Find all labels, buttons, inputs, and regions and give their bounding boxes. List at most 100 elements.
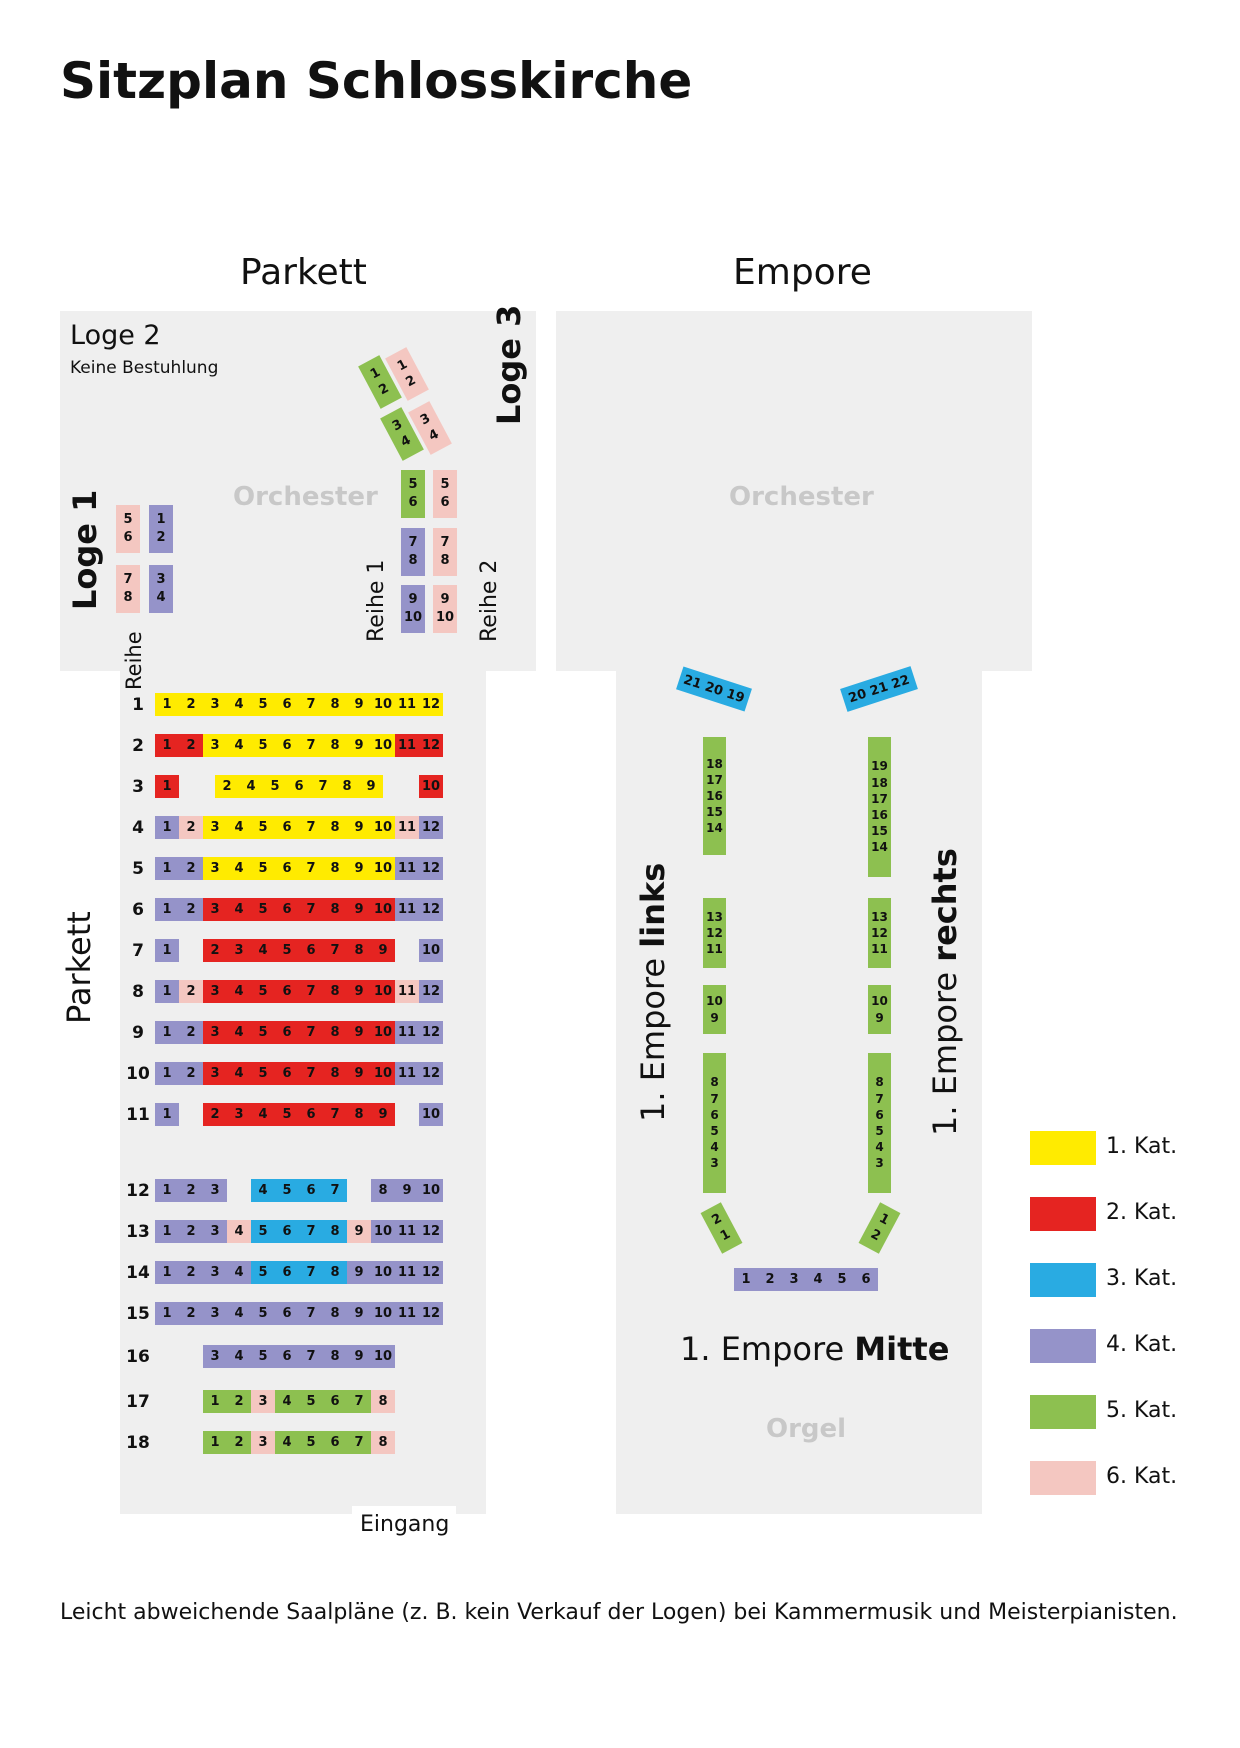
empore-mitte-seat[interactable]: 2 [758, 1268, 782, 1291]
seat[interactable]: 3 [203, 1021, 227, 1044]
seat[interactable]: 7 [299, 1261, 323, 1284]
seat[interactable]: 5 [251, 1021, 275, 1044]
seat[interactable]: 10 [419, 1103, 443, 1126]
seat[interactable]: 7 [323, 1179, 347, 1202]
seat[interactable]: 6 [287, 775, 311, 798]
seat[interactable]: 3 [251, 1390, 275, 1413]
seat[interactable]: 2 [179, 857, 203, 880]
empore-mitte-seat[interactable]: 3 [782, 1268, 806, 1291]
seat[interactable]: 4 [251, 1179, 275, 1202]
seat[interactable]: 3 [251, 1431, 275, 1454]
seat[interactable]: 6 [275, 1302, 299, 1325]
seat[interactable]: 3 [203, 734, 227, 757]
empore-mitte-seat[interactable]: 1 [734, 1268, 758, 1291]
seat[interactable]: 6 [275, 857, 299, 880]
seat[interactable]: 2 [179, 693, 203, 716]
seat[interactable]: 8 [371, 1390, 395, 1413]
seat[interactable]: 6 [275, 1021, 299, 1044]
seat[interactable]: 3 [203, 980, 227, 1003]
seat[interactable]: 6 [275, 693, 299, 716]
seat[interactable]: 7 [299, 980, 323, 1003]
seat[interactable]: 10 [371, 693, 395, 716]
seat[interactable]: 6 [275, 898, 299, 921]
seat[interactable]: 10 [371, 1021, 395, 1044]
seat[interactable]: 2 [179, 816, 203, 839]
seat[interactable]: 10 [371, 857, 395, 880]
seat[interactable]: 8 [323, 1345, 347, 1368]
seat[interactable]: 11 [395, 1220, 419, 1243]
seat[interactable]: 5 [251, 816, 275, 839]
seat[interactable]: 10 [371, 1302, 395, 1325]
seat[interactable]: 5 [299, 1390, 323, 1413]
seat[interactable]: 6 [299, 1103, 323, 1126]
seat[interactable]: 2 [227, 1390, 251, 1413]
seat[interactable]: 4 [227, 816, 251, 839]
seat[interactable]: 2 [179, 734, 203, 757]
seat[interactable]: 8 [323, 1021, 347, 1044]
seat[interactable]: 6 [323, 1390, 347, 1413]
seat[interactable]: 1 [155, 857, 179, 880]
seat[interactable]: 4 [227, 1220, 251, 1243]
seat[interactable]: 11 [395, 980, 419, 1003]
seat[interactable]: 3 [203, 1345, 227, 1368]
seat[interactable]: 1 [155, 775, 179, 798]
seat[interactable]: 7 [299, 857, 323, 880]
seat[interactable]: 1 [155, 1103, 179, 1126]
seat[interactable]: 12 [419, 1021, 443, 1044]
seat[interactable]: 6 [275, 980, 299, 1003]
seat[interactable]: 3 [203, 693, 227, 716]
seat[interactable]: 3 [203, 1179, 227, 1202]
seat[interactable]: 4 [275, 1390, 299, 1413]
seat[interactable]: 6 [323, 1431, 347, 1454]
seat[interactable]: 5 [275, 939, 299, 962]
seat[interactable]: 4 [227, 734, 251, 757]
seat[interactable]: 2 [215, 775, 239, 798]
seat[interactable]: 6 [275, 1220, 299, 1243]
seat[interactable]: 12 [419, 898, 443, 921]
seat[interactable]: 12 [419, 980, 443, 1003]
seat[interactable]: 8 [335, 775, 359, 798]
seat[interactable]: 11 [395, 1302, 419, 1325]
seat[interactable]: 1 [155, 1062, 179, 1085]
seat[interactable]: 12 [419, 1220, 443, 1243]
seat[interactable]: 3 [203, 1220, 227, 1243]
seat[interactable]: 4 [251, 1103, 275, 1126]
seat[interactable]: 3 [203, 816, 227, 839]
seat[interactable]: 8 [347, 1103, 371, 1126]
seat[interactable]: 3 [227, 939, 251, 962]
seat[interactable]: 7 [299, 693, 323, 716]
seat[interactable]: 9 [347, 1220, 371, 1243]
seat[interactable]: 10 [371, 1220, 395, 1243]
seat[interactable]: 12 [419, 1261, 443, 1284]
seat[interactable]: 9 [347, 1261, 371, 1284]
seat[interactable]: 4 [227, 980, 251, 1003]
seat[interactable]: 7 [311, 775, 335, 798]
seat[interactable]: 4 [251, 939, 275, 962]
seat[interactable]: 1 [155, 1220, 179, 1243]
seat[interactable]: 8 [323, 734, 347, 757]
seat[interactable]: 5 [251, 1302, 275, 1325]
seat[interactable]: 10 [371, 734, 395, 757]
seat[interactable]: 8 [371, 1431, 395, 1454]
seat[interactable]: 8 [323, 898, 347, 921]
seat[interactable]: 4 [227, 1302, 251, 1325]
seat[interactable]: 8 [323, 980, 347, 1003]
seat[interactable]: 6 [275, 1062, 299, 1085]
seat[interactable]: 8 [323, 1220, 347, 1243]
seat[interactable]: 10 [371, 816, 395, 839]
seat[interactable]: 5 [251, 693, 275, 716]
seat[interactable]: 8 [323, 1261, 347, 1284]
empore-mitte-seat[interactable]: 6 [854, 1268, 878, 1291]
seat[interactable]: 12 [419, 693, 443, 716]
seat[interactable]: 9 [347, 734, 371, 757]
seat[interactable]: 5 [251, 1062, 275, 1085]
seat[interactable]: 2 [227, 1431, 251, 1454]
